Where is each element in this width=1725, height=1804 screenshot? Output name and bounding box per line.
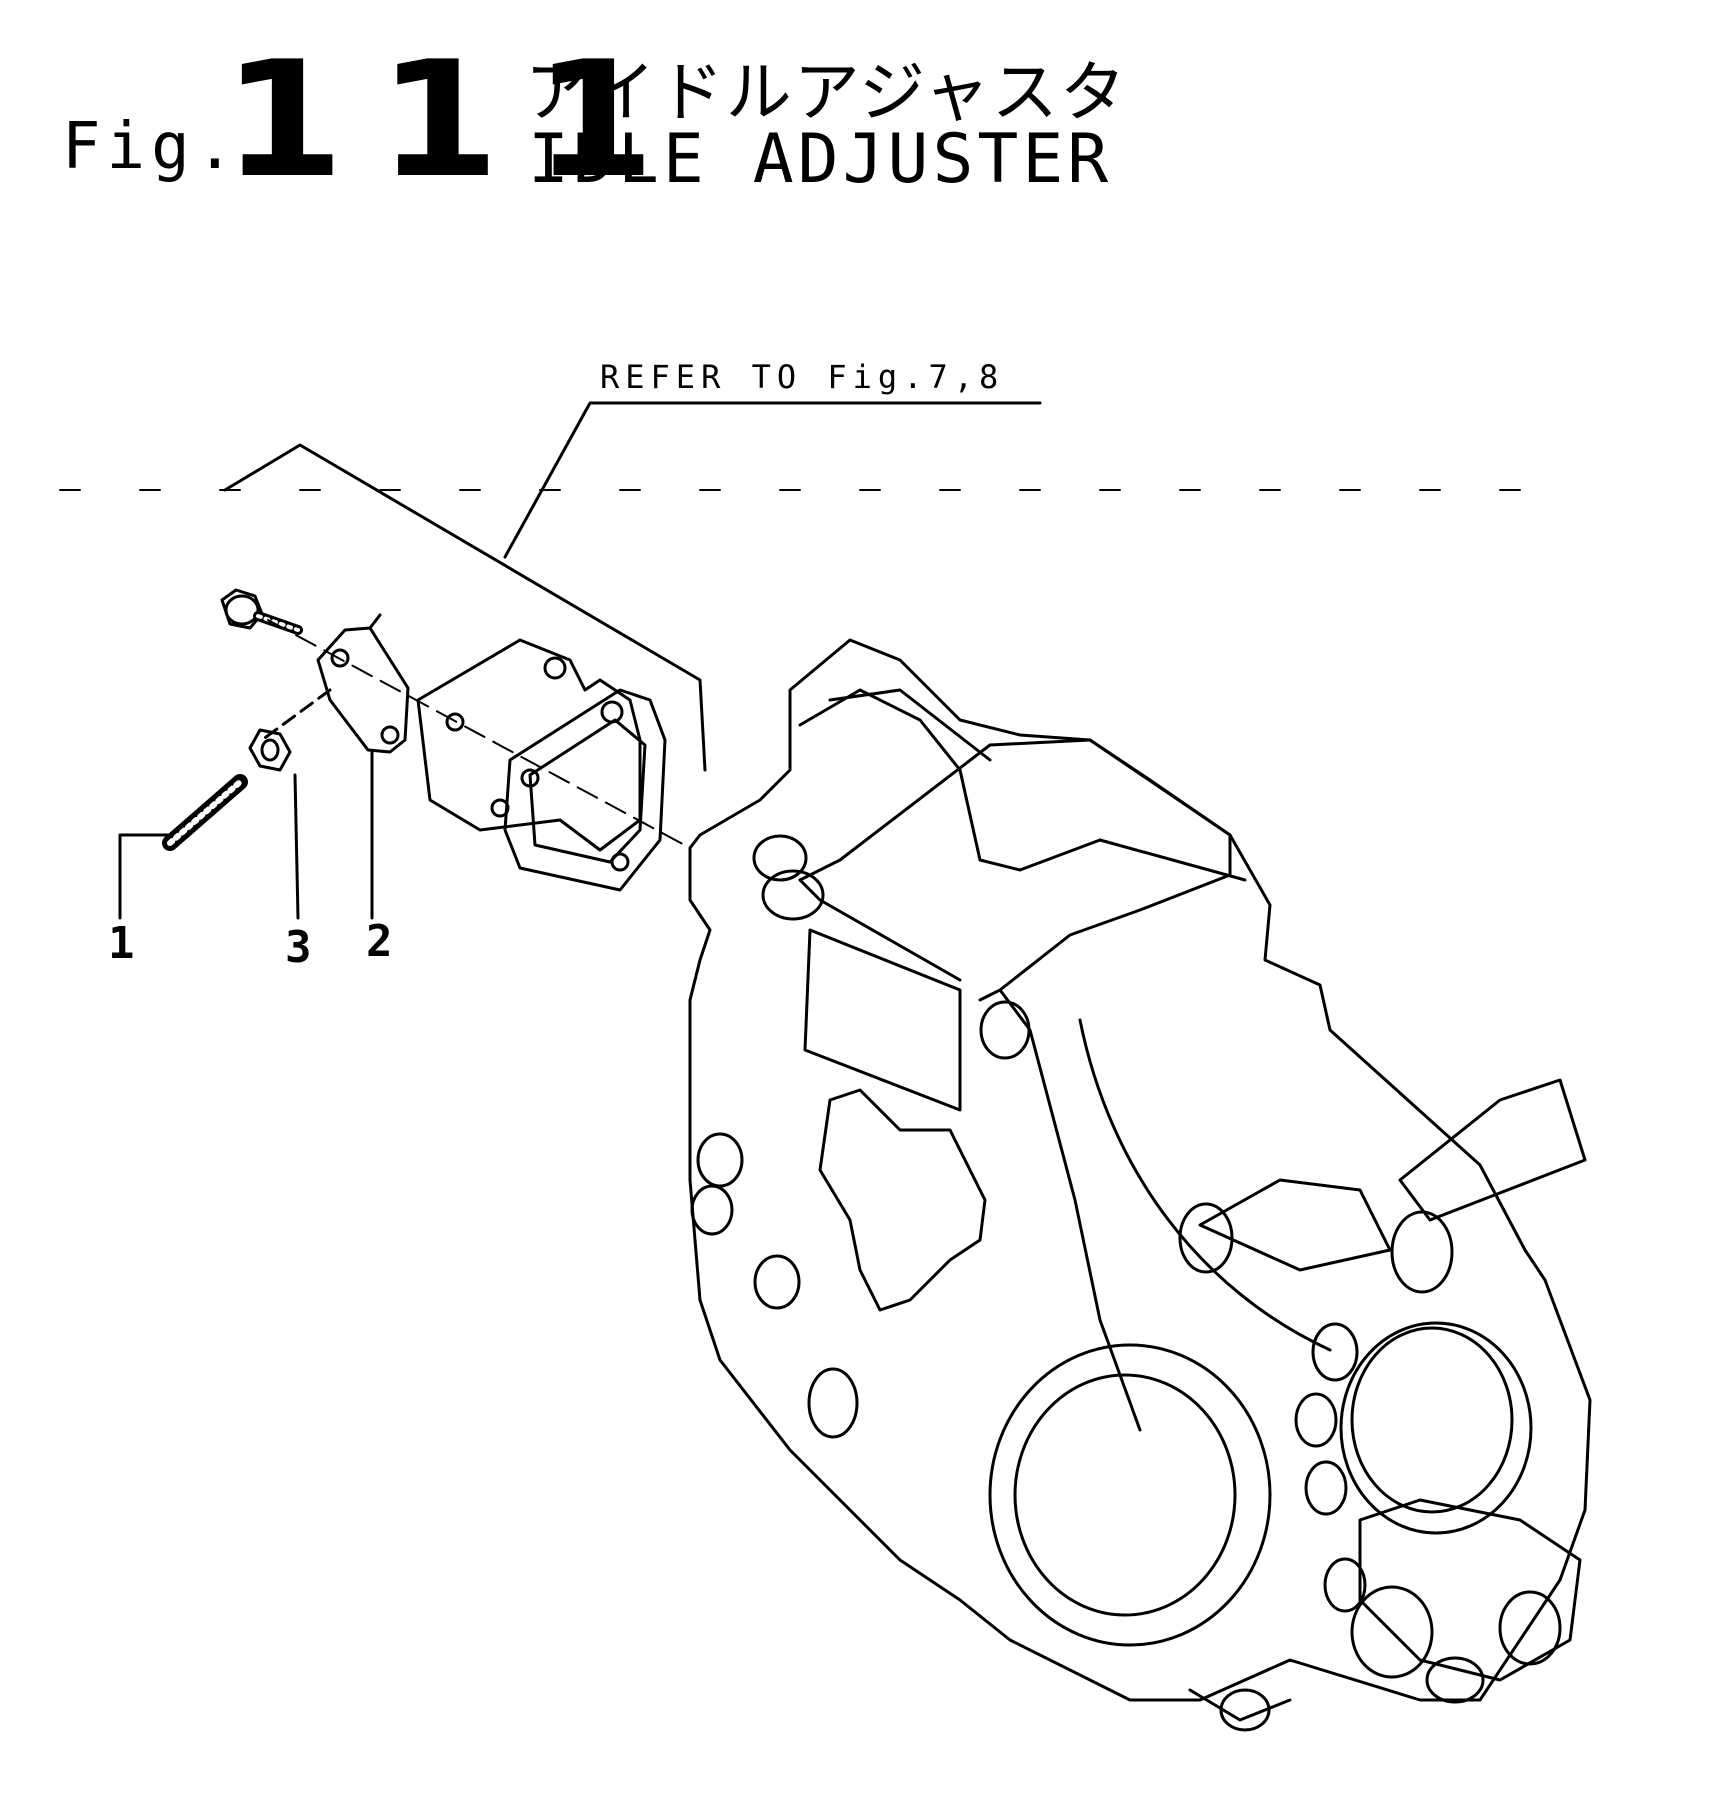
figure-title-english: IDLE ADJUSTER <box>528 120 1113 199</box>
flange-bolt <box>222 590 298 630</box>
figure-title-japanese: アイドルアジャスタ <box>525 54 1128 131</box>
figure-number: 111 <box>222 26 689 213</box>
gear-case-housing <box>690 640 1590 1730</box>
assembly-centerline <box>268 620 690 848</box>
gasket <box>505 690 665 890</box>
reference-note: REFER TO Fig.7,8 <box>600 358 1005 396</box>
callout-label-2: 2 <box>366 916 393 967</box>
cover-plate <box>418 640 640 850</box>
nut <box>250 730 298 918</box>
reference-leader-lines <box>60 403 1560 770</box>
callout-label-1: 1 <box>108 918 135 969</box>
figure-prefix: Fig. <box>62 110 241 184</box>
stud-bolt <box>120 782 240 918</box>
bracket <box>262 615 408 918</box>
callout-label-3: 3 <box>285 922 312 973</box>
